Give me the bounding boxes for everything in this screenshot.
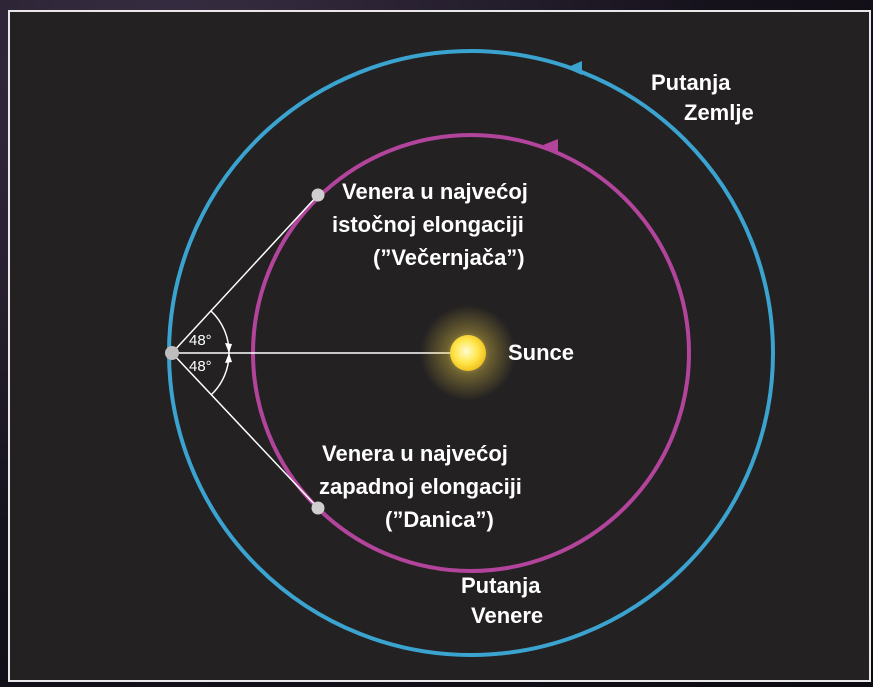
east-elongation-label-line3: (”Večernjača”) (373, 245, 525, 270)
earth-orbit-label-line2: Zemlje (684, 100, 754, 125)
sun (450, 335, 486, 371)
venus-east-elongation (311, 188, 325, 202)
angle-arc-lower (210, 352, 230, 396)
west-elongation-label-line2: zapadnoj elongaciji (319, 474, 522, 499)
earth-orbit-arrow-icon (566, 61, 582, 75)
venus-orbit-label: Putanja Venere (461, 573, 547, 628)
earth-position (165, 346, 179, 360)
sight-line-west (171, 352, 319, 509)
earth-orbit-label-line1: Putanja (651, 70, 731, 95)
venus-orbit-arrow-icon (543, 139, 558, 152)
earth-orbit-label: Putanja Zemlje (651, 70, 754, 125)
angle-label-lower: 48° (189, 358, 212, 375)
venus-orbit-label-line1: Putanja (461, 573, 541, 598)
angle-label-upper: 48° (189, 332, 212, 349)
sun-label: Sunce (508, 340, 574, 365)
east-elongation-label: Venera u najvećoj istočnoj elongaciji (”… (332, 179, 534, 270)
east-elongation-label-line2: istočnoj elongaciji (332, 212, 524, 237)
angle-arc-upper (210, 310, 230, 354)
east-elongation-label-line1: Venera u najvećoj (342, 179, 528, 204)
angle-arc-lower-arrow-icon (225, 353, 232, 363)
angle-arc-upper-arrow-icon (225, 343, 232, 353)
west-elongation-label-line3: (”Danica”) (385, 507, 494, 532)
venus-west-elongation (311, 501, 325, 515)
venus-orbit-label-line2: Venere (471, 603, 543, 628)
west-elongation-label: Venera u najvećoj zapadnoj elongaciji (”… (319, 441, 528, 532)
west-elongation-label-line1: Venera u najvećoj (322, 441, 508, 466)
sight-line-east (171, 194, 319, 354)
